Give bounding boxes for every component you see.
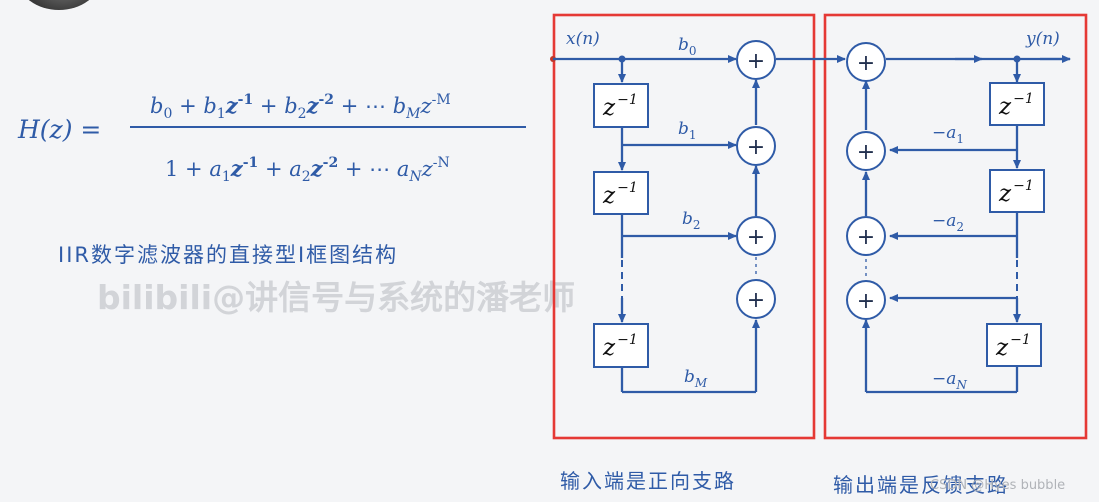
coef-b0: b0 bbox=[678, 35, 697, 58]
forward-branch-wiring bbox=[550, 55, 846, 394]
feedback-branch-caption: 输出端是反馈支路 bbox=[833, 473, 1009, 497]
feedback-branch-wiring bbox=[862, 55, 1071, 394]
adder: + bbox=[736, 216, 776, 256]
formula-denominator: 1 + a1z-1 + a2z-2 + ⋯ aNz-N bbox=[165, 148, 450, 185]
formula-numerator: b0 + b1z-1 + b2z-2 + ⋯ bMz-M bbox=[150, 85, 451, 123]
formula-lhs: H(z) = bbox=[17, 115, 101, 144]
delay-block: z−1 bbox=[989, 82, 1045, 126]
svg-text:+: + bbox=[857, 289, 875, 314]
coef-b2: b2 bbox=[682, 209, 701, 232]
output-signal-label: y(n) bbox=[1025, 29, 1060, 49]
adder: + bbox=[846, 216, 886, 256]
transfer-function-formula: H(z) = b0 + b1z-1 + b2z-2 + ⋯ bMz-M 1 + … bbox=[17, 85, 526, 185]
svg-text:+: + bbox=[857, 140, 875, 165]
svg-text:z−1: z−1 bbox=[602, 180, 638, 209]
forward-branch-caption: 输入端是正向支路 bbox=[560, 469, 736, 493]
coef-bM: bM bbox=[684, 367, 708, 390]
svg-text:z−1: z−1 bbox=[998, 178, 1034, 207]
svg-text:+: + bbox=[747, 288, 765, 313]
adder: + bbox=[736, 279, 776, 319]
svg-text:+: + bbox=[747, 225, 765, 250]
svg-text:+: + bbox=[857, 51, 875, 76]
forward-branch-frame bbox=[552, 13, 816, 440]
delay-block: z−1 bbox=[593, 171, 649, 215]
coef-minus-a2: −a2 bbox=[932, 211, 964, 234]
delay-block: z−1 bbox=[989, 169, 1045, 213]
delay-block: z−1 bbox=[593, 83, 649, 128]
decorative-blob bbox=[18, 0, 100, 10]
delay-block: z−1 bbox=[986, 323, 1042, 367]
delay-block: z−1 bbox=[593, 323, 649, 368]
svg-text:z−1: z−1 bbox=[602, 92, 638, 121]
feedback-branch-frame bbox=[823, 13, 1088, 440]
coef-minus-a1: −a1 bbox=[932, 123, 964, 146]
svg-text:+: + bbox=[857, 225, 875, 250]
credit-watermark: CSDN @Hyes bubble bbox=[930, 478, 1065, 493]
coef-minus-aN: −aN bbox=[932, 369, 967, 392]
svg-text:+: + bbox=[747, 49, 765, 74]
coef-b1: b1 bbox=[678, 119, 697, 142]
adder: + bbox=[736, 126, 776, 166]
svg-text:z−1: z−1 bbox=[602, 332, 638, 361]
svg-text:z−1: z−1 bbox=[995, 332, 1031, 361]
adder: + bbox=[846, 42, 886, 82]
adder: + bbox=[736, 40, 776, 80]
adder: + bbox=[846, 280, 886, 320]
diagram-caption: IIR数字滤波器的直接型I框图结构 bbox=[58, 243, 398, 267]
watermark: bilibili@讲信号与系统的潘老师 bbox=[97, 278, 575, 317]
svg-text:+: + bbox=[747, 135, 765, 160]
adder: + bbox=[846, 131, 886, 171]
input-signal-label: x(n) bbox=[566, 29, 600, 49]
svg-text:z−1: z−1 bbox=[998, 91, 1034, 120]
